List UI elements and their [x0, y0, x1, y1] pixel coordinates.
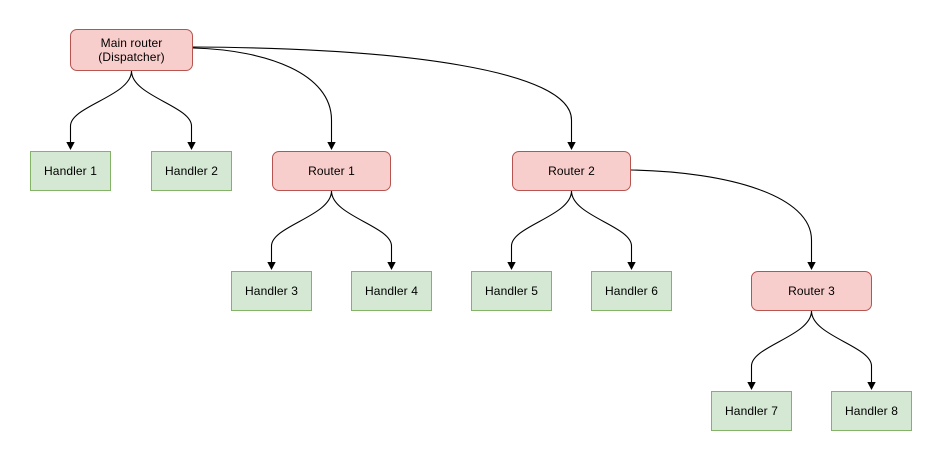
edge-e-main-r2 [192, 46, 573, 144]
node-handler-1[interactable]: Handler 1 [30, 151, 111, 191]
node-label: Handler 2 [165, 163, 218, 178]
node-label: Handler 8 [845, 403, 898, 418]
node-label: Handler 4 [365, 283, 418, 298]
node-label: Router 2 [548, 163, 595, 178]
node-router-1[interactable]: Router 1 [272, 151, 391, 191]
arrowhead-a-h7 [747, 382, 756, 390]
node-label: Handler 5 [485, 283, 538, 298]
arrowhead-a-h6 [627, 262, 636, 270]
node-label: Handler 3 [245, 283, 298, 298]
node-label: Handler 6 [605, 283, 658, 298]
node-handler-6[interactable]: Handler 6 [591, 271, 672, 311]
node-handler-5[interactable]: Handler 5 [471, 271, 552, 311]
arrowhead-a-h2 [187, 142, 196, 150]
arrowhead-a-h5 [507, 262, 516, 270]
node-router-2[interactable]: Router 2 [512, 151, 631, 191]
node-handler-4[interactable]: Handler 4 [351, 271, 432, 311]
arrowhead-a-r3 [807, 262, 816, 270]
node-handler-7[interactable]: Handler 7 [711, 391, 792, 431]
node-router-3[interactable]: Router 3 [751, 271, 872, 311]
edge-e-r2-r3 [630, 169, 813, 264]
node-label: Router 1 [308, 163, 355, 178]
arrowhead-a-h8 [867, 382, 876, 390]
node-handler-8[interactable]: Handler 8 [831, 391, 912, 431]
node-label: Handler 7 [725, 403, 778, 418]
arrowhead-a-r1 [327, 142, 336, 150]
arrowhead-a-h1 [66, 142, 75, 150]
edge-e-main-h1 [69, 70, 133, 144]
edge-e-r3-h8 [810, 310, 873, 384]
edge-paths [69, 46, 873, 384]
edge-e-main-r1 [192, 47, 333, 144]
arrowhead-a-h4 [387, 262, 396, 270]
edge-e-r1-h3 [270, 190, 333, 264]
edge-e-r1-h4 [330, 190, 393, 264]
node-main-router[interactable]: Main router (Dispatcher) [70, 29, 193, 71]
edge-e-r3-h7 [750, 310, 813, 384]
edge-e-r2-h5 [510, 190, 573, 264]
node-handler-3[interactable]: Handler 3 [231, 271, 312, 311]
node-label: Handler 1 [44, 163, 97, 178]
node-label: Main router (Dispatcher) [98, 35, 165, 64]
edge-e-r2-h6 [570, 190, 633, 264]
edge-e-main-h2 [130, 70, 193, 144]
node-label: Router 3 [788, 283, 835, 298]
node-handler-2[interactable]: Handler 2 [151, 151, 232, 191]
arrowhead-a-r2 [567, 142, 576, 150]
arrowhead-a-h3 [267, 262, 276, 270]
